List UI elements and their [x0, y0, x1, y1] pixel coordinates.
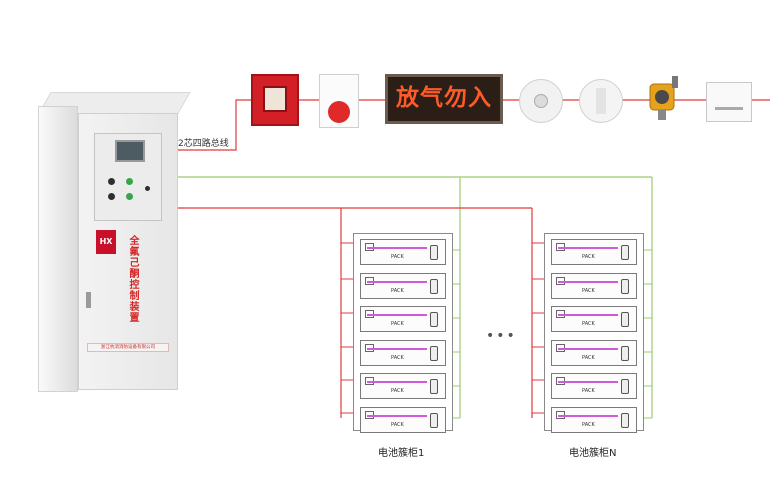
green-button-icon	[126, 193, 133, 200]
key-switch-icon	[108, 178, 115, 185]
pack-cable	[367, 347, 427, 350]
rack-1-label: 电池簇柜1	[378, 448, 425, 459]
manual-alarm-button-icon	[251, 74, 299, 126]
pack-terminal-icon	[621, 312, 629, 327]
bus-line-top	[178, 99, 251, 151]
pack-terminal-icon	[430, 345, 438, 361]
heat-detector-icon	[579, 79, 623, 123]
pack-cable	[367, 280, 427, 283]
battery-rack-n: PACK PACK PACK PACK PACK PACK	[544, 233, 644, 433]
battery-pack: PACK	[551, 239, 637, 265]
battery-pack: PACK	[360, 339, 446, 366]
pack-terminal-icon	[621, 379, 629, 394]
pack-terminal-icon	[430, 312, 438, 327]
battery-pack: PACK	[551, 339, 637, 366]
pack-terminal-icon	[621, 345, 629, 361]
smoke-detector-icon	[519, 79, 563, 123]
pack-cable	[367, 414, 427, 417]
pack-cable	[558, 414, 618, 417]
battery-pack: PACK	[551, 272, 637, 299]
battery-pack: PACK	[551, 306, 637, 332]
lcd-screen	[115, 140, 145, 162]
pack-terminal-icon	[430, 245, 438, 260]
io-module-icon	[706, 82, 752, 122]
pack-terminal-icon	[430, 278, 438, 294]
battery-pack: PACK	[551, 373, 637, 399]
pack-terminal-icon	[621, 412, 629, 428]
pack-cable	[558, 381, 618, 383]
controller-title: 全氟己酮控制装置	[127, 235, 138, 323]
pack-cable	[367, 381, 427, 383]
pack-cable	[558, 314, 618, 316]
pack-label: PACK	[582, 321, 595, 327]
pack-label: PACK	[582, 287, 595, 294]
pack-label: PACK	[391, 254, 404, 260]
pack-cable	[558, 280, 618, 283]
pack-label: PACK	[582, 421, 595, 428]
sound-light-alarm-icon	[319, 74, 359, 128]
indicator-icon	[145, 186, 150, 191]
company-plate: 浙江杭消消防设备有限公司	[87, 343, 169, 352]
led-warning-sign: 放气勿入	[385, 74, 503, 124]
pack-cable	[367, 247, 427, 249]
battery-pack: PACK	[360, 306, 446, 332]
pack-terminal-icon	[621, 278, 629, 294]
battery-pack: PACK	[360, 272, 446, 299]
battery-rack-1: PACK PACK PACK PACK PACK PACK	[353, 233, 453, 433]
gas-detector-icon	[642, 72, 682, 122]
pack-terminal-icon	[621, 245, 629, 260]
pack-cable	[558, 347, 618, 350]
pack-label: PACK	[391, 421, 404, 428]
pack-label: PACK	[391, 388, 404, 394]
pack-label: PACK	[582, 354, 595, 361]
rack-n-label: 电池簇柜N	[569, 448, 617, 459]
cabinet-side	[38, 106, 78, 392]
battery-pack: PACK	[360, 239, 446, 265]
pack-label: PACK	[582, 254, 595, 260]
battery-pack: PACK	[360, 406, 446, 433]
pack-label: PACK	[391, 354, 404, 361]
pack-cable	[367, 314, 427, 316]
pack-label: PACK	[391, 287, 404, 294]
brand-logo: HX	[96, 230, 116, 254]
ellipsis: •••	[486, 328, 517, 344]
pack-terminal-icon	[430, 412, 438, 428]
pack-label: PACK	[582, 388, 595, 394]
pack-terminal-icon	[430, 379, 438, 394]
bus-label: 2芯四路总线	[178, 139, 229, 149]
battery-pack: PACK	[551, 406, 637, 433]
key-switch-icon	[108, 193, 115, 200]
pack-cable	[558, 247, 618, 249]
door-handle	[86, 292, 91, 308]
battery-pack: PACK	[360, 373, 446, 399]
green-button-icon	[126, 178, 133, 185]
pack-label: PACK	[391, 321, 404, 327]
